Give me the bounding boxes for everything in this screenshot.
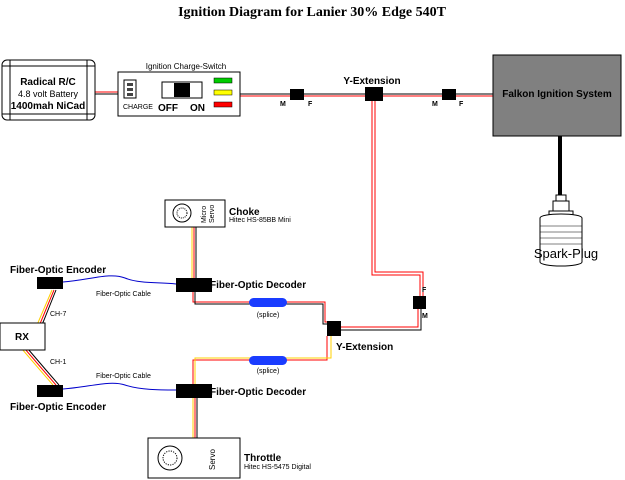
ch7-label: CH-7 (50, 311, 66, 318)
spark-plug-icon: Spark-Plug (534, 194, 598, 267)
decoder-bottom (176, 384, 212, 398)
decoder-bottom-label: Fiber-Optic Decoder (210, 387, 306, 398)
charge-switch: Ignition Charge-Switch CHARGE OFF ON (117, 62, 241, 117)
led-yellow-icon (213, 89, 233, 96)
choke-servo-line1: Micro (201, 206, 208, 223)
switch-off-label: OFF (158, 103, 178, 114)
ch1-label: CH-1 (50, 359, 66, 366)
encoder-bottom-label: Fiber-Optic Encoder (10, 402, 106, 413)
splices: (splice) (splice) (249, 298, 287, 375)
throttle-title: Throttle (244, 453, 282, 464)
connector-1-m: M (280, 101, 286, 108)
fiber-cable-bottom-label: Fiber-Optic Cable (96, 373, 151, 380)
throttle-servo-label: Servo (208, 449, 217, 470)
y-extension-bottom (327, 321, 341, 336)
switch-label: Ignition Charge-Switch (146, 62, 226, 71)
choke-servo: Micro Servo Choke Hitec HS-85BB Mini (164, 199, 291, 228)
lower-connectors: Y-Extension F M (327, 287, 428, 353)
rx-label: RX (15, 332, 29, 343)
led-green-icon (213, 77, 233, 84)
encoder-top (37, 277, 63, 289)
connector-2-f: F (459, 101, 464, 108)
ignition-system: Falkon Ignition System (492, 54, 622, 137)
fiber-cable-top-label: Fiber-Optic Cable (96, 291, 151, 298)
splice-bottom-label: (splice) (257, 368, 280, 375)
receiver: RX CH-7 CH-1 (0, 311, 66, 366)
y-extension-top (365, 87, 383, 101)
battery-pack: Radical R/C 4.8 volt Battery 1400mah NiC… (1, 59, 96, 121)
decoder-top (176, 278, 212, 292)
choke-model: Hitec HS-85BB Mini (229, 217, 291, 224)
switch-on-label: ON (190, 103, 205, 114)
battery-capacity: 1400mah NiCad (11, 101, 85, 112)
choke-servo-line2: Servo (209, 205, 216, 223)
splice-top (249, 298, 287, 307)
throttle-model: Hitec HS-5475 Digital (244, 464, 311, 471)
fiber-optic-units: Fiber-Optic Encoder Fiber-Optic Cable Fi… (10, 265, 306, 413)
connector-3-m: M (422, 313, 428, 320)
connector-2-m: M (432, 101, 438, 108)
splice-bottom (249, 356, 287, 365)
throttle-servo: Servo Throttle Hitec HS-5475 Digital (147, 437, 311, 479)
spark-plug-label: Spark-Plug (534, 246, 598, 261)
switch-toggle (174, 83, 190, 97)
connector-1 (290, 89, 304, 100)
encoder-top-label: Fiber-Optic Encoder (10, 265, 106, 276)
ignition-label: Falkon Ignition System (502, 89, 612, 100)
fiber-optic-cables (62, 275, 177, 391)
encoder-bottom (37, 385, 63, 397)
led-red-icon (213, 101, 233, 108)
diagram-title: Ignition Diagram for Lanier 30% Edge 540… (178, 5, 446, 20)
y-extension-top-label: Y-Extension (343, 76, 400, 87)
connector-3-f: F (422, 287, 427, 294)
connector-1-f: F (308, 101, 313, 108)
top-connectors: M F Y-Extension M F (280, 76, 464, 108)
connector-3 (413, 296, 426, 309)
power-wiring (95, 91, 562, 331)
battery-voltage: 4.8 volt Battery (18, 89, 79, 99)
choke-title: Choke (229, 207, 260, 218)
splice-top-label: (splice) (257, 312, 280, 319)
y-extension-bottom-label: Y-Extension (336, 342, 393, 353)
battery-brand: Radical R/C (20, 77, 76, 88)
decoder-top-label: Fiber-Optic Decoder (210, 280, 306, 291)
connector-2 (442, 89, 456, 100)
charge-label: CHARGE (123, 104, 153, 111)
